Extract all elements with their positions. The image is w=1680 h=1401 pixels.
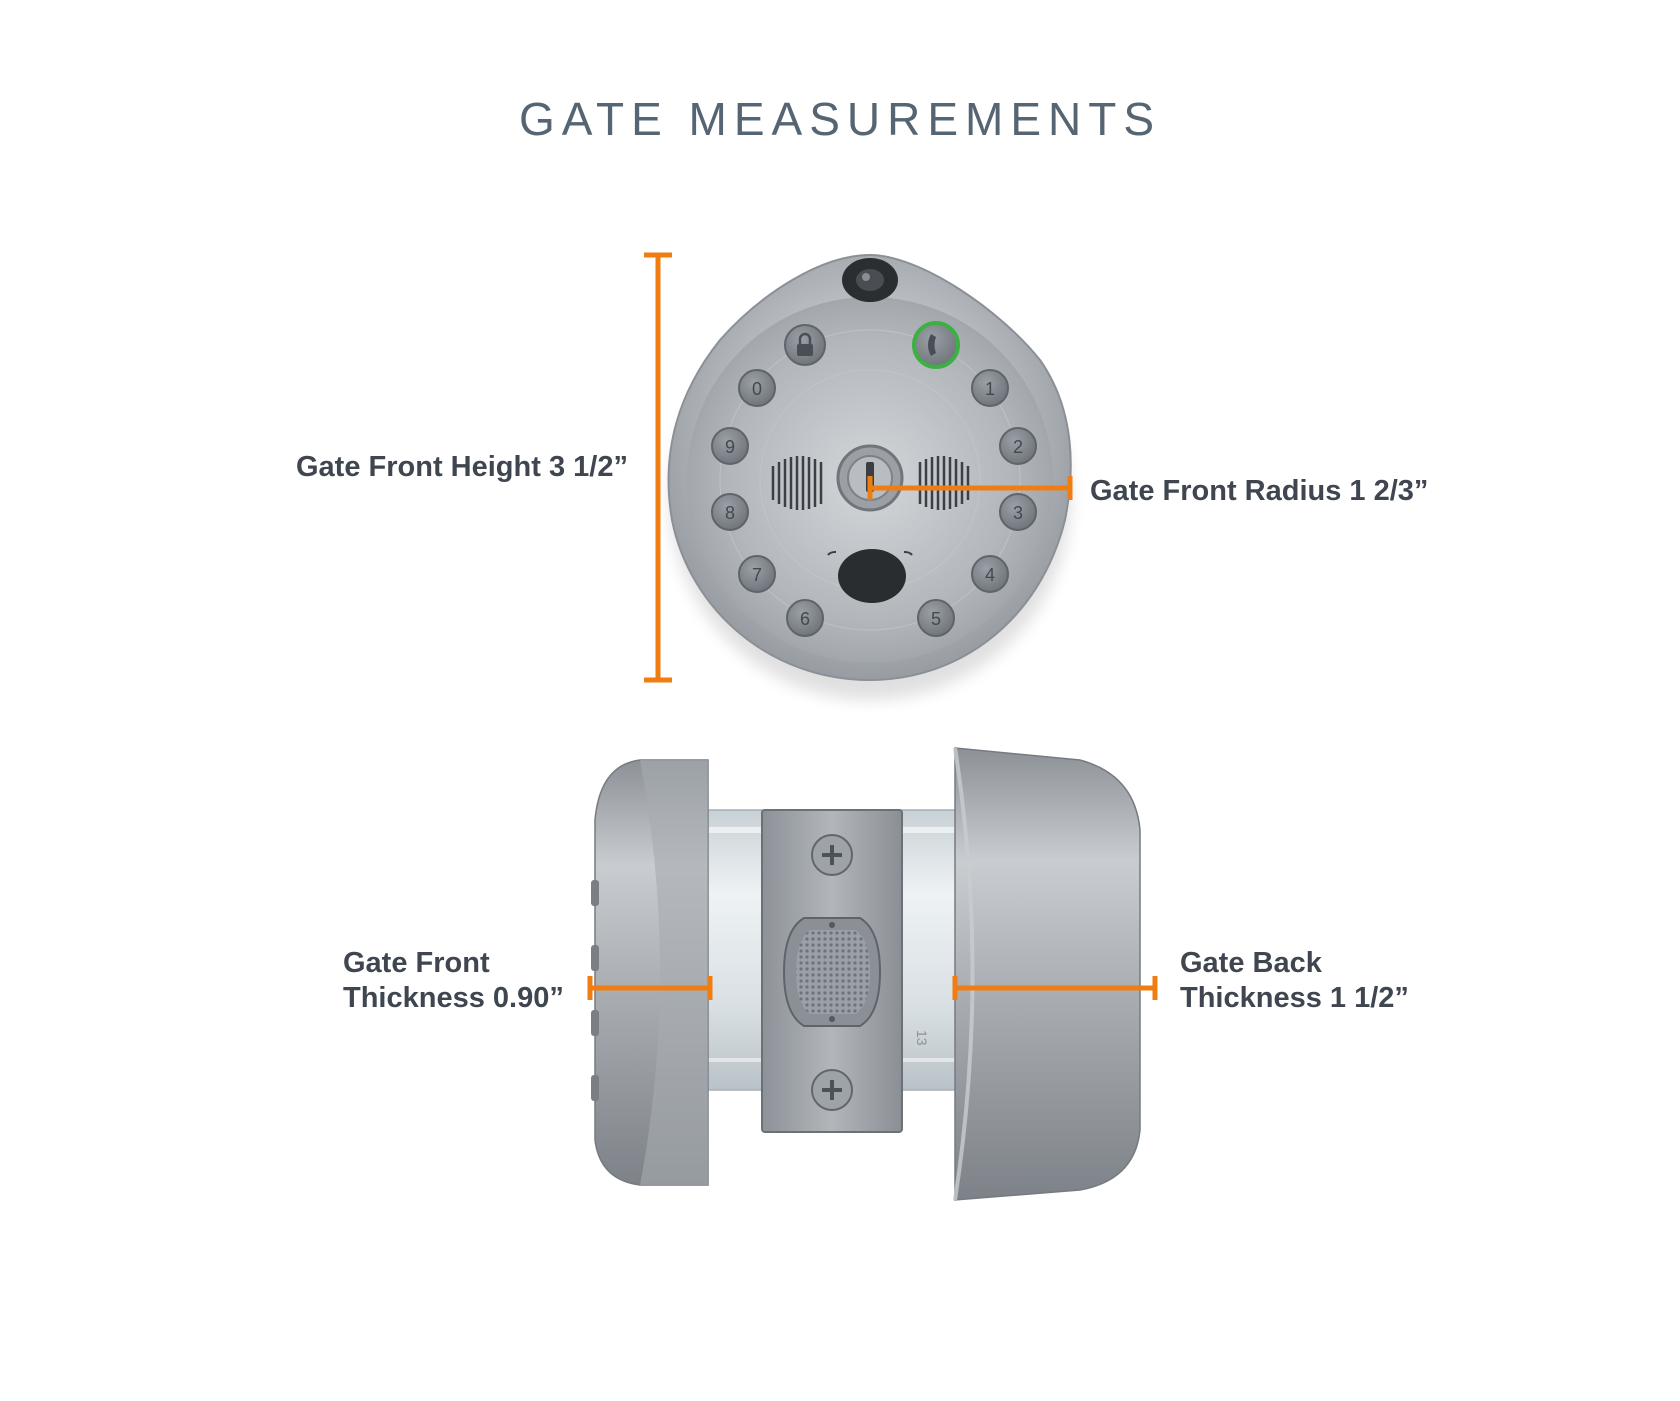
back-thickness-measure: [952, 976, 1158, 1000]
phone-icon: [912, 321, 960, 369]
gate-front-piece: [591, 759, 709, 1186]
screw-icon: [811, 834, 853, 876]
screw-icon: [811, 1069, 853, 1111]
keypad-digit: 0: [752, 379, 762, 399]
keypad-digit: 7: [752, 565, 762, 585]
keypad-button: 4: [971, 555, 1009, 593]
back-thickness-label-line2: Thickness 1 1/2”: [1180, 982, 1409, 1014]
keypad-digit: 5: [931, 609, 941, 629]
keypad-digit: 8: [725, 503, 735, 523]
front-height-measure: [644, 252, 672, 683]
keypad-digit: 4: [985, 565, 995, 585]
lock-icon: [784, 324, 826, 366]
front-radius-label: Gate Front Radius 1 2/3”: [1090, 475, 1429, 507]
keypad-button: 1: [971, 369, 1009, 407]
keypad-button: 5: [917, 599, 955, 637]
strike-plate-mark: 13: [914, 1030, 930, 1046]
keypad-digit: 6: [800, 609, 810, 629]
back-thickness-label-line1: Gate Back: [1180, 947, 1322, 979]
fingerprint-sensor: [827, 549, 913, 603]
gate-side-view: 13: [591, 747, 1141, 1201]
back-thickness-label: Gate Back Thickness 1 1/2”: [1180, 946, 1409, 1016]
keypad-button: 6: [786, 599, 824, 637]
front-thickness-label-line1: Gate Front: [343, 947, 490, 979]
keypad-button: 8: [711, 493, 749, 531]
keypad: 0 1 9 2 8 3 7: [711, 369, 1037, 637]
keypad-button: 2: [999, 427, 1037, 465]
front-thickness-label: Gate Front Thickness 0.90”: [343, 946, 564, 1016]
keypad-button: 9: [711, 427, 749, 465]
gate-back-piece: [953, 747, 1141, 1201]
front-thickness-label-line2: Thickness 0.90”: [343, 982, 564, 1014]
keypad-digit: 3: [1013, 503, 1023, 523]
keypad-digit: 2: [1013, 437, 1023, 457]
speaker-grille-right: [918, 456, 970, 510]
front-radius-measure: [867, 476, 1073, 500]
front-height-label: Gate Front Height 3 1/2”: [296, 451, 628, 483]
keypad-digit: 1: [985, 379, 995, 399]
keypad-button: 0: [738, 369, 776, 407]
strike-plate: 13: [761, 809, 930, 1133]
front-thickness-measure: [587, 976, 713, 1000]
keypad-button: 7: [738, 555, 776, 593]
camera-icon: [842, 258, 898, 302]
keypad-digit: 9: [725, 437, 735, 457]
speaker-grille-left: [771, 456, 823, 510]
page-title: GATE MEASUREMENTS: [518, 93, 1162, 145]
keypad-button: 3: [999, 493, 1037, 531]
